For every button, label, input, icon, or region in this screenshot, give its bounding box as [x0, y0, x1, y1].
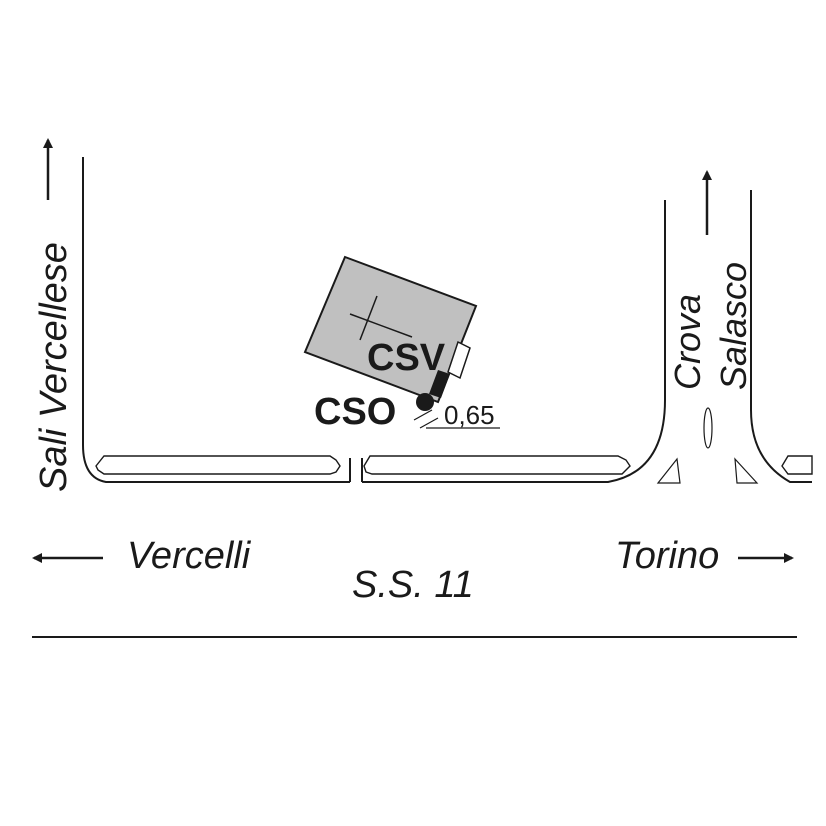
- main-road-edge: [362, 200, 666, 483]
- curb-middle: [363, 455, 631, 475]
- label-sali-vercellese: Sali Vercellese: [33, 242, 75, 492]
- curb-left: [95, 455, 341, 475]
- left-road-edge: [82, 157, 350, 483]
- label-salasco: Salasco: [713, 262, 754, 390]
- label-vercelli: Vercelli: [127, 535, 252, 577]
- label-torino: Torino: [615, 535, 719, 577]
- label-distance: 0,65: [444, 400, 495, 430]
- dimension-line-a: [413, 409, 433, 421]
- right-road-edge: [750, 190, 812, 483]
- station-bar: [429, 370, 450, 398]
- building-cross-v: [359, 295, 378, 341]
- label-crova: Crova: [667, 294, 708, 390]
- island-center: [703, 407, 713, 449]
- dimension-line-b: [419, 417, 439, 429]
- curb-right: [781, 455, 813, 475]
- building: [303, 255, 478, 404]
- island-left: [656, 457, 681, 484]
- label-road-name: S.S. 11: [352, 564, 474, 606]
- label-csv: CSV: [367, 337, 446, 379]
- label-cso: CSO: [314, 391, 396, 433]
- cso-point: [416, 393, 434, 411]
- building-cross-h: [349, 313, 413, 338]
- building-annex: [447, 340, 471, 380]
- island-right: [734, 457, 759, 484]
